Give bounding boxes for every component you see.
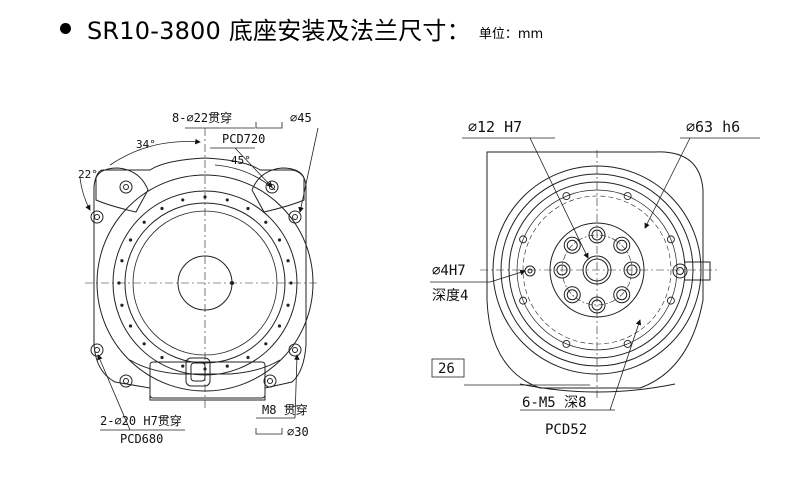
bolt-dot xyxy=(142,220,146,224)
pin-holes-label: 2-∅20 H7贯穿 xyxy=(100,413,182,428)
bolt-dot xyxy=(142,342,146,346)
bolt-dot xyxy=(181,364,185,368)
base-bottom-block xyxy=(149,361,266,399)
outer-hole xyxy=(623,339,632,348)
base-bolt-circle xyxy=(117,195,293,371)
bolt-dot xyxy=(286,259,290,263)
holes-through-label: 8-∅22贯穿 xyxy=(172,110,232,125)
bolt-dot xyxy=(120,259,124,263)
flange-view xyxy=(480,150,720,400)
flange-side-tab xyxy=(684,261,711,281)
tapped-hole xyxy=(588,226,606,244)
bore-12-label: ∅12 H7 xyxy=(468,118,522,136)
flange-tapped-holes xyxy=(553,226,641,314)
callout-30-label: ∅30 xyxy=(287,425,309,439)
mount-hole xyxy=(263,374,277,388)
corner-boss-tl xyxy=(95,167,149,213)
bolt-dot xyxy=(160,206,164,211)
tapped-hole xyxy=(553,261,571,279)
bolt-dot xyxy=(246,206,250,211)
tapped-hole xyxy=(563,286,581,304)
tapped-hole xyxy=(623,261,641,279)
bullet-icon xyxy=(60,22,71,34)
outer-hole xyxy=(562,192,571,201)
dim-26-box xyxy=(431,358,465,378)
mount-hole xyxy=(265,180,279,194)
bolt-dot xyxy=(246,355,250,360)
bolt-dot xyxy=(264,342,268,346)
side-pin xyxy=(672,263,688,279)
heading: SR10-3800 底座安装及法兰尺寸： 单位：mm xyxy=(60,10,543,46)
bolt-dot xyxy=(277,324,282,328)
bolt-dot xyxy=(264,220,268,224)
tapped-hole xyxy=(613,286,631,304)
m8-through-label: M8 贯穿 xyxy=(262,402,308,417)
tapped-hole xyxy=(613,236,631,254)
bolt-dot xyxy=(203,367,207,371)
bolt-dot xyxy=(225,198,229,202)
outer-hole xyxy=(666,296,675,305)
mount-hole xyxy=(288,210,302,224)
bolt-dot xyxy=(160,355,164,360)
pcd720-label: PCD720 xyxy=(222,132,265,146)
flange-housing xyxy=(486,151,704,389)
tapped-hole xyxy=(563,236,581,254)
bolt-dot xyxy=(277,238,282,242)
mount-hole xyxy=(90,210,104,224)
flange-dimensions xyxy=(430,137,760,411)
bolt-dot xyxy=(286,303,290,307)
page-title: SR10-3800 底座安装及法兰尺寸： xyxy=(87,16,471,45)
bolt-dot xyxy=(128,324,133,328)
base-mounting-view xyxy=(85,128,320,408)
mount-hole xyxy=(119,374,133,388)
bolt-dot xyxy=(128,238,133,242)
flange-outer-holes xyxy=(519,192,675,348)
flange-labels: ∅12 H7 ∅63 h6 ∅4H7 深度4 26 6-M5 深8 PCD52 xyxy=(432,118,740,438)
shaft-63-label: ∅63 h6 xyxy=(686,118,740,136)
tapped-hole xyxy=(588,296,606,314)
angle-45-label: 45° xyxy=(231,154,251,167)
bolt-dot xyxy=(120,303,124,307)
base-labels: 8-∅22贯穿 ∅45 PCD720 34° 22° 45° 2-∅20 H7贯… xyxy=(78,110,312,446)
outer-hole xyxy=(519,296,528,305)
pcd52-label: PCD52 xyxy=(545,422,587,438)
outer-hole xyxy=(519,235,528,244)
connector xyxy=(185,357,211,387)
outer-hole xyxy=(666,235,675,244)
bolt-dot xyxy=(181,198,185,202)
base-dimensions xyxy=(79,122,319,435)
flange-pin-hole xyxy=(524,265,536,277)
angle-22-label: 22° xyxy=(78,168,98,181)
unit-label: 单位：mm xyxy=(478,26,544,42)
bolt-dot xyxy=(117,281,121,285)
mount-hole xyxy=(288,343,302,357)
bolt-dot xyxy=(225,364,229,368)
corner-boss-tr xyxy=(251,167,305,213)
outer-hole xyxy=(562,339,571,348)
pcd680-label: PCD680 xyxy=(120,432,163,446)
bolt-dot xyxy=(203,195,207,199)
mount-hole xyxy=(119,180,133,194)
dim-26-label: 26 xyxy=(438,361,455,377)
depth-4-label: 深度4 xyxy=(432,288,468,304)
bolt-dot xyxy=(289,281,293,285)
outer-hole xyxy=(623,192,632,201)
tapped-holes-label: 6-M5 深8 xyxy=(522,395,587,411)
angle-34-label: 34° xyxy=(136,138,156,151)
callout-45-label: ∅45 xyxy=(290,111,312,125)
mount-hole xyxy=(90,343,104,357)
pin-4-label: ∅4H7 xyxy=(432,263,466,279)
